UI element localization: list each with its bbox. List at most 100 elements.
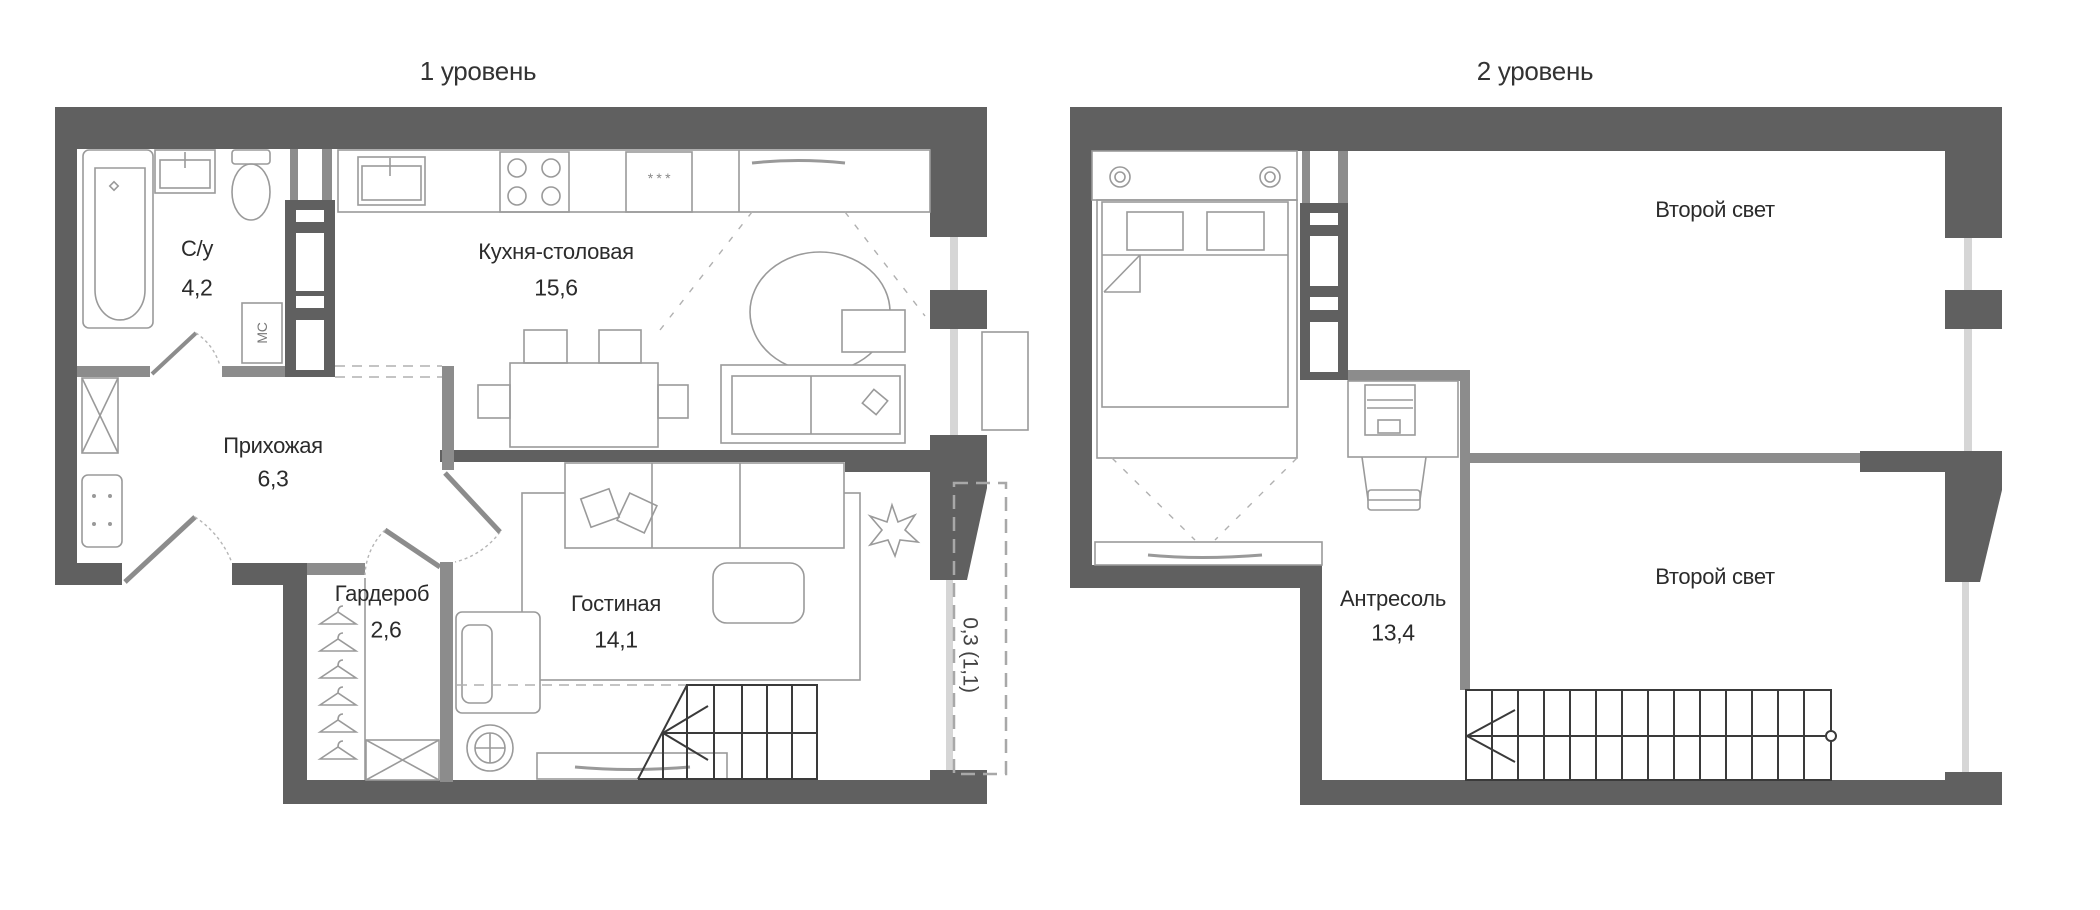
shoe-bench xyxy=(81,474,123,548)
room-label-second-light-lower: Второй свет xyxy=(1655,564,1775,589)
room-area-mezzanine: 13,4 xyxy=(1371,619,1415,646)
l1-shaft-column xyxy=(285,200,335,377)
kitchen-sofa xyxy=(720,364,906,444)
l1-entry-door-arc xyxy=(194,516,233,564)
l1-bath-wall-left xyxy=(77,366,150,377)
level-1-title: 1 уровень xyxy=(419,56,537,86)
l2-window-1 xyxy=(1964,238,1972,290)
l2-upper-partition-2 xyxy=(1338,151,1348,203)
room-label-living: Гостиная xyxy=(571,591,661,616)
l2-bedroom-bottom-wall xyxy=(1070,565,1322,588)
hanger-icons xyxy=(317,605,359,760)
l1-bottom-wall xyxy=(283,780,987,804)
side-table xyxy=(841,309,906,353)
l1-window-1 xyxy=(950,237,958,290)
l1-wardrobe-door-leaf xyxy=(383,527,442,570)
room-label-wardrobe: Гардероб xyxy=(334,581,430,606)
desk-chair xyxy=(1361,456,1427,511)
l1-bath-upper-partition-2 xyxy=(322,149,332,200)
nightstand-strip xyxy=(1091,150,1298,201)
coffee-table xyxy=(712,562,805,624)
l1-right-bottom-pier xyxy=(930,770,987,804)
shaft-label: МС xyxy=(254,322,270,344)
room-area-hallway: 6,3 xyxy=(257,465,289,492)
bed-icon xyxy=(1101,201,1289,408)
l1-right-pier-2 xyxy=(930,290,987,329)
l2-antresol-left-wall xyxy=(1300,565,1322,805)
l1-window-3 xyxy=(946,580,953,775)
living-sofa xyxy=(564,462,845,549)
l2-right-pier-3 xyxy=(1945,451,2002,582)
l1-left-bottom-stub xyxy=(55,563,122,585)
l1-balcony-box xyxy=(981,331,1029,431)
bathtub-icon xyxy=(82,149,154,329)
room-area-living: 14,1 xyxy=(594,626,638,653)
l1-wardrobe-door-arc xyxy=(364,529,386,576)
l2-void-divider-rail xyxy=(1470,453,1860,463)
l1-wardrobe-top-wall xyxy=(307,563,365,575)
l2-antresol-rail xyxy=(1460,370,1470,690)
bath-sink-icon xyxy=(154,149,216,194)
room-area-kitchen: 15,6 xyxy=(534,274,578,301)
l2-stairs xyxy=(1464,689,1832,781)
level-2-title: 2 уровень xyxy=(1476,56,1594,86)
dining-table xyxy=(477,329,689,448)
l2-tv-view-cone xyxy=(1111,457,1298,541)
level-2-plan xyxy=(1070,107,2002,805)
hall-cabinet xyxy=(81,377,119,454)
l2-divider-block xyxy=(1860,451,1945,472)
l2-right-pier-2 xyxy=(1945,290,2002,329)
armchair xyxy=(455,611,541,714)
l1-living-door-arc xyxy=(454,531,501,563)
plant-icon xyxy=(867,502,921,559)
l1-divider-block xyxy=(845,450,987,472)
l2-upper-partition xyxy=(1302,151,1310,203)
l1-hall-kitchen-post xyxy=(442,366,454,470)
l2-left-wall xyxy=(1070,107,1092,588)
l2-window-2 xyxy=(1964,329,1972,451)
bedroom-rug xyxy=(1096,199,1298,459)
room-label-kitchen: Кухня-столовая xyxy=(478,239,634,264)
toilet-icon xyxy=(231,149,271,221)
l2-tv-stand xyxy=(1094,541,1323,566)
room-area-wardrobe: 2,6 xyxy=(370,616,402,643)
oven-symbol: * * * xyxy=(647,170,671,186)
l1-bath-wall-right xyxy=(222,366,285,377)
wardrobe-cabinet xyxy=(365,739,440,781)
l2-right-pier-1 xyxy=(1945,107,2002,238)
l1-wardrobe-left-wall xyxy=(283,563,307,804)
l1-top-wall xyxy=(55,107,987,149)
l1-entry-door-leaf xyxy=(123,515,197,584)
washer-icon xyxy=(466,724,514,772)
l2-desk-top-wall xyxy=(1348,370,1470,381)
l2-shaft-column xyxy=(1300,203,1348,380)
room-label-mezzanine: Антресоль xyxy=(1340,586,1446,611)
l1-window-2 xyxy=(950,329,958,435)
balcony-area-label: 0,3 (1,1) xyxy=(958,617,982,693)
l2-right-bottom-pier xyxy=(1945,772,2002,805)
room-label-bathroom: С/у xyxy=(180,236,214,261)
l1-stairs xyxy=(637,684,818,780)
room-label-hallway: Прихожая xyxy=(223,433,323,458)
tv-stand xyxy=(536,752,728,780)
level-1-plan xyxy=(55,107,1029,804)
lamp-icon xyxy=(1109,166,1281,188)
desk xyxy=(1347,380,1459,458)
l1-balcony-outline xyxy=(952,481,1008,776)
l1-bath-door-leaf xyxy=(150,331,198,376)
l1-left-wall xyxy=(55,107,77,585)
l2-top-wall xyxy=(1070,107,2002,151)
l1-kitchen-living-divider xyxy=(440,450,845,462)
l2-window-3 xyxy=(1962,582,1969,777)
l1-bath-upper-partition xyxy=(290,149,298,200)
l2-bottom-wall xyxy=(1300,780,2002,805)
mc-box xyxy=(241,302,283,364)
l1-living-door-leaf xyxy=(443,471,502,534)
stair-start-marker xyxy=(1825,730,1837,742)
l1-bath-door-arc xyxy=(195,332,221,367)
room-area-bathroom: 4,2 xyxy=(181,274,213,301)
l1-living-left-wall xyxy=(440,562,453,782)
kitchen-counter xyxy=(337,149,931,213)
l1-window-light-cone xyxy=(659,211,926,331)
